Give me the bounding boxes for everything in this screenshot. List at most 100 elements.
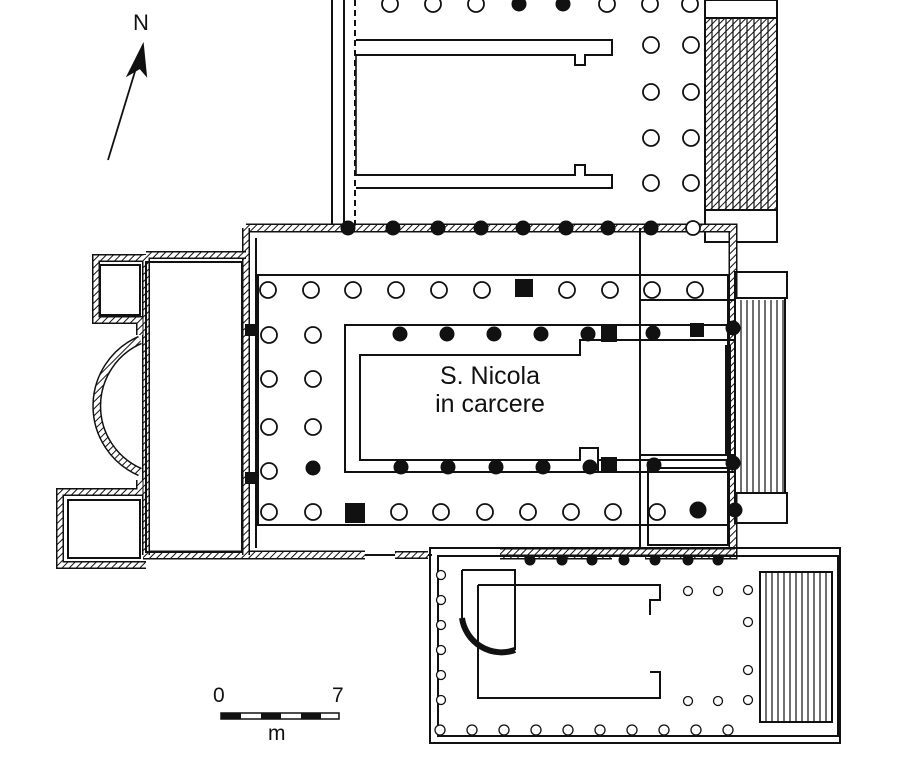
column — [430, 281, 448, 299]
column — [725, 320, 741, 336]
column — [304, 326, 322, 344]
pier — [515, 279, 533, 297]
north-temple-step-lines — [711, 18, 769, 210]
column — [643, 220, 659, 236]
church-label-line-1: S. Nicola — [439, 362, 541, 390]
column — [260, 418, 278, 436]
column — [435, 669, 447, 681]
north-label: N — [133, 10, 149, 35]
column — [742, 584, 754, 596]
column — [259, 281, 277, 299]
column — [556, 554, 568, 566]
column — [742, 664, 754, 676]
column — [712, 554, 724, 566]
pier — [245, 472, 257, 484]
column — [681, 0, 699, 13]
square-piers — [245, 279, 704, 523]
column — [435, 569, 447, 581]
column — [641, 0, 659, 13]
column — [304, 370, 322, 388]
north-arrow-icon — [107, 41, 148, 161]
column — [260, 326, 278, 344]
column — [642, 174, 660, 192]
church-east-stairs — [725, 271, 788, 524]
column — [304, 503, 322, 521]
north-temple — [331, 0, 778, 243]
column — [434, 724, 446, 736]
column — [340, 220, 356, 236]
column — [392, 326, 408, 342]
column — [390, 503, 408, 521]
column — [649, 554, 661, 566]
column — [618, 554, 630, 566]
column — [689, 501, 707, 519]
column — [582, 459, 598, 475]
church-label: S. Nicola in carcere — [405, 362, 575, 418]
column — [562, 503, 580, 521]
column — [260, 503, 278, 521]
column — [722, 724, 734, 736]
apse — [92, 335, 142, 477]
column — [435, 694, 447, 706]
column — [598, 0, 616, 13]
north-temple-stairs — [704, 0, 778, 211]
column — [604, 503, 622, 521]
column — [685, 220, 701, 236]
column — [476, 503, 494, 521]
column — [727, 502, 743, 518]
scale-unit-label: m — [268, 722, 286, 745]
column — [387, 281, 405, 299]
column — [440, 459, 456, 475]
column — [435, 619, 447, 631]
open-columns — [259, 0, 704, 521]
pier — [245, 324, 257, 336]
column — [344, 281, 362, 299]
column — [580, 326, 596, 342]
column — [519, 503, 537, 521]
church-label-line-2: in carcere — [435, 390, 545, 418]
column — [645, 325, 661, 341]
filled-columns — [305, 0, 743, 566]
column — [305, 460, 321, 476]
south-temple-columns — [434, 569, 754, 736]
column — [682, 83, 700, 101]
column — [626, 724, 638, 736]
column — [648, 503, 666, 521]
column — [535, 459, 551, 475]
column — [498, 724, 510, 736]
column — [686, 281, 704, 299]
column — [682, 585, 694, 597]
column — [600, 220, 616, 236]
column — [586, 554, 598, 566]
column — [486, 326, 502, 342]
column — [533, 326, 549, 342]
column — [682, 554, 694, 566]
column — [642, 129, 660, 147]
column — [530, 724, 542, 736]
column — [511, 0, 527, 12]
column — [642, 36, 660, 54]
column — [712, 695, 724, 707]
column — [725, 455, 741, 471]
column — [682, 174, 700, 192]
pier — [690, 323, 704, 337]
column — [646, 457, 662, 473]
column — [260, 462, 278, 480]
column — [682, 36, 700, 54]
column — [742, 616, 754, 628]
column — [302, 281, 320, 299]
column — [304, 418, 322, 436]
pier — [601, 326, 617, 342]
pier — [345, 503, 365, 523]
scale-max-label: 7 — [332, 684, 344, 707]
scale-min-label: 0 — [213, 684, 225, 707]
column — [466, 724, 478, 736]
column — [467, 0, 485, 13]
scale-bar — [220, 712, 340, 720]
column — [473, 220, 489, 236]
west-annex — [56, 251, 246, 569]
column — [682, 695, 694, 707]
column — [742, 694, 754, 706]
column — [488, 459, 504, 475]
